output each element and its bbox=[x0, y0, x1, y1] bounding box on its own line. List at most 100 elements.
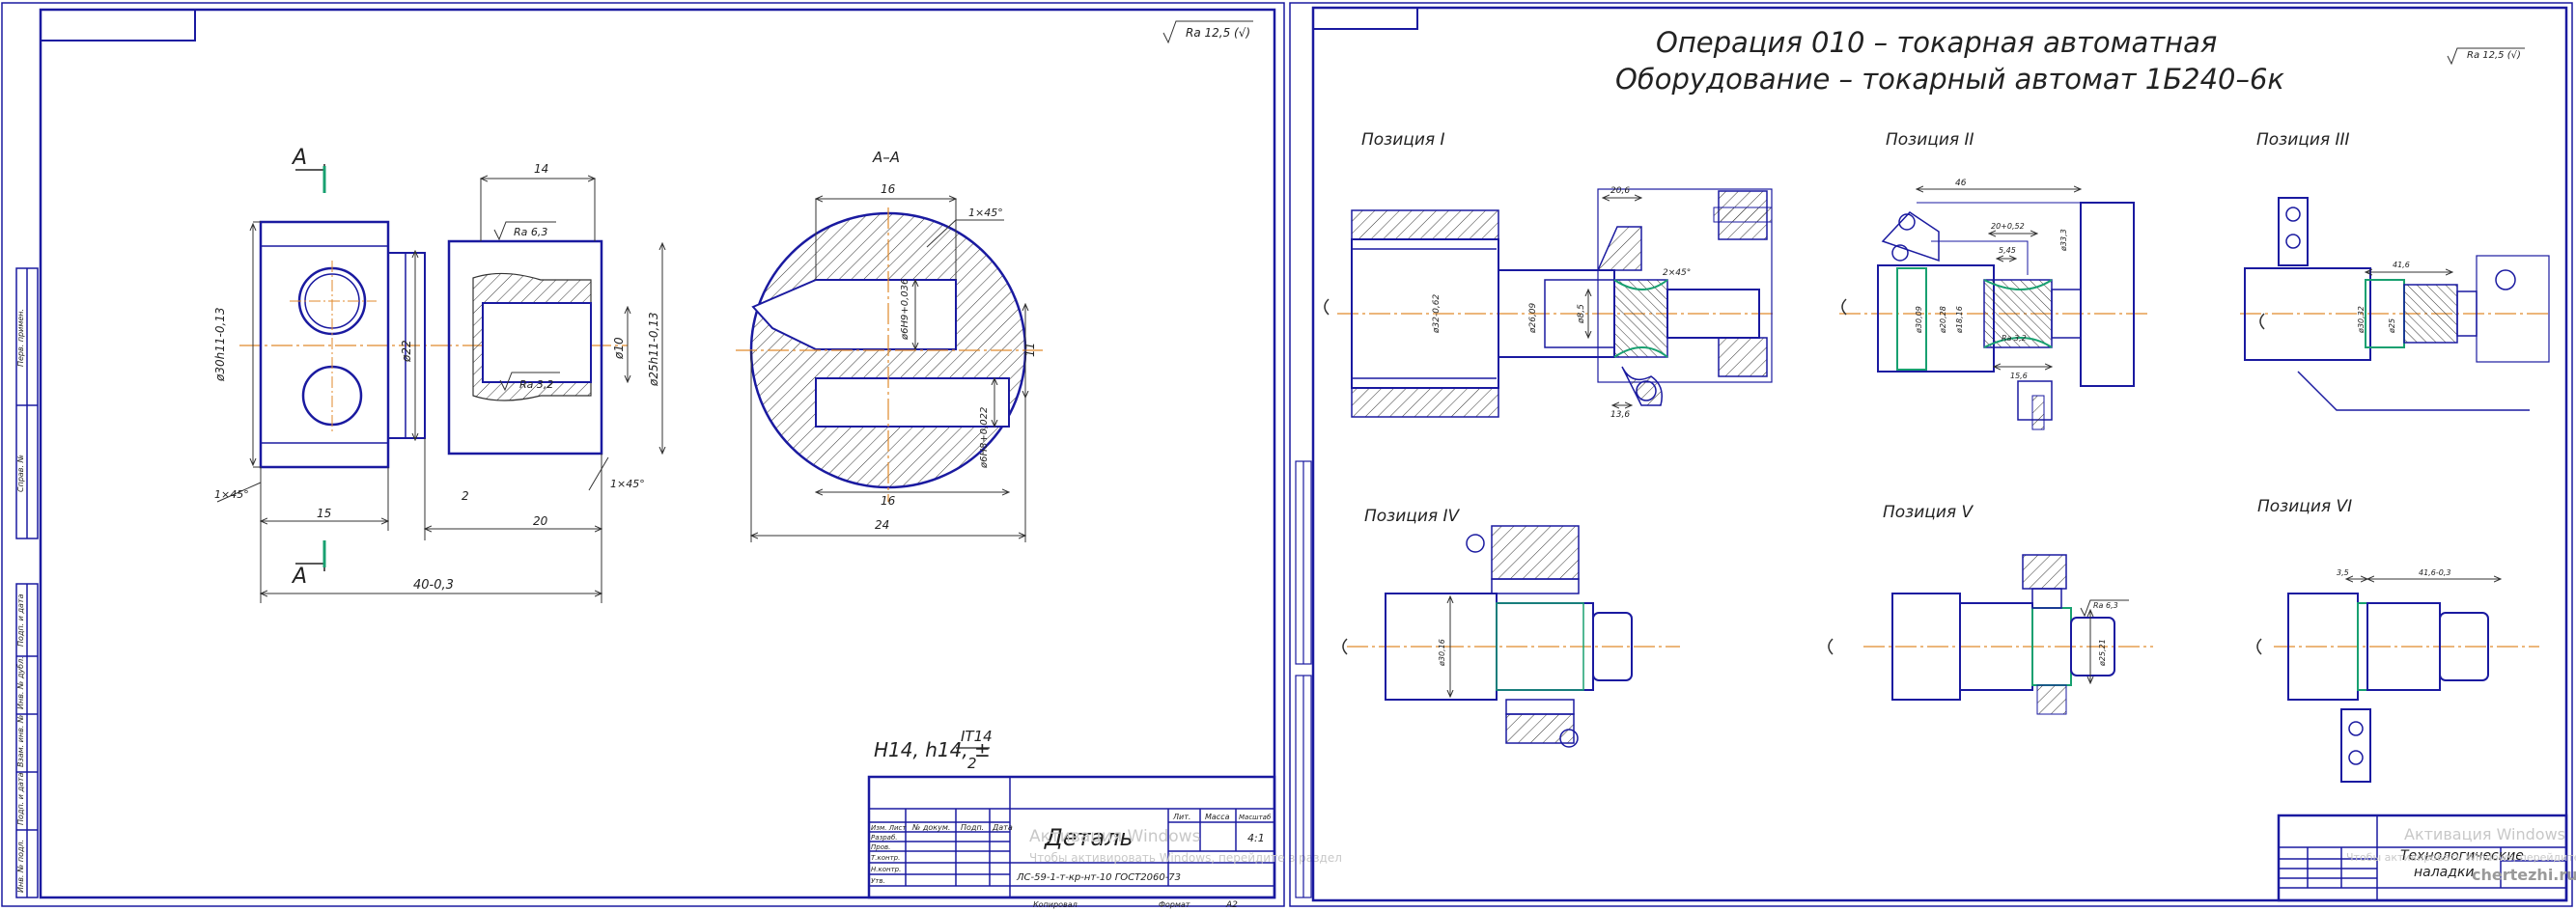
side-label-1: Перв. примен. bbox=[16, 309, 25, 367]
section-aa-lower-slot bbox=[815, 377, 1010, 428]
part-main-view: А А bbox=[213, 146, 662, 603]
ra-3-2: Ra 3,2 bbox=[519, 378, 553, 391]
p3-dim-d25: ø25 bbox=[2388, 318, 2396, 334]
tb1-row-4: Утв. bbox=[871, 877, 885, 885]
sheet1-inner-frame bbox=[39, 8, 1276, 899]
p1-dim-chamfer: 2×45° bbox=[1663, 268, 1691, 278]
tolerance-denominator: 2 bbox=[967, 755, 977, 772]
watermark-left-title: Активация Windows bbox=[1029, 827, 1201, 846]
position-4-label: Позиция IV bbox=[1364, 507, 1461, 526]
p1-dim-d85: ø8,5 bbox=[1577, 304, 1586, 324]
p2-dim-d33: ø33,3 bbox=[2059, 229, 2068, 252]
part-right-body bbox=[447, 239, 603, 456]
p2-dim-15: 15,6 bbox=[2010, 372, 2028, 380]
tb1-part-name: Деталь bbox=[1044, 824, 1134, 851]
sheet1-side-strip bbox=[15, 267, 39, 898]
tb2-name-line1: Технологические bbox=[2400, 848, 2524, 864]
watermark-site: chertezhi.ru bbox=[2472, 866, 2576, 884]
p2-dim-46: 46 bbox=[1955, 179, 1967, 188]
section-aa-view: А–А 16 1×45° 16 24 bbox=[736, 149, 1043, 542]
tb1-scale: 4:1 bbox=[1247, 832, 1265, 844]
dim-l15: 15 bbox=[317, 507, 331, 520]
tb1-mass-label: Масса bbox=[1205, 813, 1230, 821]
dim-l14: 14 bbox=[534, 162, 548, 176]
tb1-material: ЛС-59-1-т-кр-нт-10 ГОСТ2060-73 bbox=[1016, 872, 1181, 883]
p3-dim-41: 41,6 bbox=[2393, 261, 2410, 269]
tb2-name-line2: наладки bbox=[2414, 865, 2475, 880]
p2-dim-d18: ø18,16 bbox=[1955, 306, 1964, 334]
sheet1-title-block bbox=[867, 775, 1276, 899]
dim-ch1: 1×45° bbox=[214, 488, 249, 501]
part-neck bbox=[387, 252, 426, 439]
section-aa-title: А–А bbox=[872, 149, 900, 166]
sheet1-outer-border bbox=[1, 2, 1285, 907]
position-2-label: Позиция II bbox=[1886, 130, 1974, 150]
position-6-setup: 3,5 41,6-0,3 bbox=[2256, 568, 2539, 783]
dim-aa-16-top: 16 bbox=[881, 182, 896, 196]
side-label-4: Инв. № дубл. bbox=[16, 656, 25, 709]
tb1-row-3: Н.контр. bbox=[871, 866, 901, 873]
tb1-copied: Копировал bbox=[1033, 900, 1078, 909]
dim-aa-11: 11 bbox=[1023, 343, 1037, 357]
position-4-setup: ø30,16 bbox=[1342, 525, 1680, 748]
dim-l40: 40-0,3 bbox=[413, 578, 454, 593]
dim-aa-16-bot: 16 bbox=[881, 494, 896, 508]
tolerance-numerator: IT14 bbox=[961, 728, 993, 745]
tb1-col-izm: Изм. Лист bbox=[871, 824, 907, 832]
ra-general-label: Ra 12,5 (√) bbox=[1186, 26, 1250, 40]
dim-d22: ø22 bbox=[400, 340, 413, 363]
operation-title: Операция 010 – токарная автоматная bbox=[1656, 26, 2217, 59]
position-5-setup: Ra 6,3 ø25,21 bbox=[1828, 554, 2153, 715]
p1-dim-20: 20,6 bbox=[1610, 186, 1630, 196]
sheet-right: Операция 010 – токарная автоматная Обору… bbox=[1289, 2, 2576, 907]
dim-aa-chamfer: 1×45° bbox=[968, 207, 1003, 219]
tb1-col-date: Дата bbox=[992, 823, 1013, 832]
position-6-label: Позиция VI bbox=[2257, 497, 2352, 516]
side-label-7: Инв. № подл. bbox=[16, 840, 25, 893]
dim-d25: ø25h11-0,13 bbox=[647, 312, 660, 387]
ra-general-symbol bbox=[1162, 20, 1253, 44]
side-label-3: Подп. и дата bbox=[16, 594, 25, 647]
sheet-left: Перв. примен. Справ. № Подп. и дата Инв.… bbox=[1, 2, 1342, 910]
tb1-row-2: Т.контр. bbox=[871, 854, 900, 862]
dim-aa-6h9: ø6H9+0,036 bbox=[900, 279, 910, 341]
side-label-5: Взам. инв. № bbox=[16, 715, 25, 767]
position-3-label: Позиция III bbox=[2256, 130, 2350, 150]
dim-d10: ø10 bbox=[612, 337, 626, 360]
equipment-title: Оборудование – токарный автомат 1Б240–6к bbox=[1615, 63, 2284, 96]
tolerance-note: H14, h14, ± bbox=[874, 738, 991, 761]
sheet2-outer-border bbox=[1289, 2, 2573, 907]
watermark-left-sub: Чтобы активировать Windows, перейдите в … bbox=[1029, 851, 1342, 865]
p4-dim-d30: ø30,16 bbox=[1438, 639, 1446, 667]
p1-dim-d32: ø32-0,62 bbox=[1432, 293, 1442, 334]
tb1-row-0: Разраб. bbox=[871, 834, 898, 842]
p2-dim-d30: ø30,09 bbox=[1915, 306, 1923, 334]
section-mark-top: А bbox=[291, 146, 307, 170]
position-1-label: Позиция I bbox=[1361, 130, 1445, 150]
tb1-col-sign: Подп. bbox=[961, 823, 984, 832]
side-label-2: Справ. № bbox=[16, 455, 25, 492]
p1-dim-13: 13,6 bbox=[1610, 410, 1630, 420]
p2-dim-5: 5,45 bbox=[1999, 246, 2016, 255]
section-mark-bottom: А bbox=[291, 565, 307, 589]
position-3-setup: 41,6 ø30,32 ø25 bbox=[2240, 197, 2550, 411]
p1-dim-d26: ø26,09 bbox=[1528, 302, 1538, 334]
position-2-setup: 46 20+0,52 5,45 ø33,3 ø30,09 ø20,28 ø18,… bbox=[1839, 179, 2148, 430]
watermark-right-title: Активация Windows bbox=[2404, 825, 2565, 843]
tb1-format-label: Формат bbox=[1159, 900, 1190, 909]
dim-aa-24: 24 bbox=[875, 518, 889, 532]
tb1-lit-label: Лит. bbox=[1172, 813, 1190, 821]
part-flange bbox=[259, 220, 390, 469]
dim-d30: ø30h11-0,13 bbox=[213, 307, 227, 382]
p3-dim-d30: ø30,32 bbox=[2357, 306, 2366, 334]
dim-l2: 2 bbox=[462, 489, 469, 503]
tb1-row-1: Пров. bbox=[871, 843, 890, 851]
p2-dim-d20: ø20,28 bbox=[1939, 306, 1947, 334]
p6-dim-35: 3,5 bbox=[2337, 568, 2349, 577]
tb1-format-value: А2 bbox=[1225, 900, 1238, 910]
tb1-scale-label: Масштаб bbox=[1239, 814, 1272, 821]
part-bore bbox=[482, 302, 592, 383]
dim-l20: 20 bbox=[533, 514, 548, 528]
sheet2-inner-frame bbox=[1311, 6, 2568, 902]
p2-dim-20: 20+0,52 bbox=[1991, 222, 2025, 231]
